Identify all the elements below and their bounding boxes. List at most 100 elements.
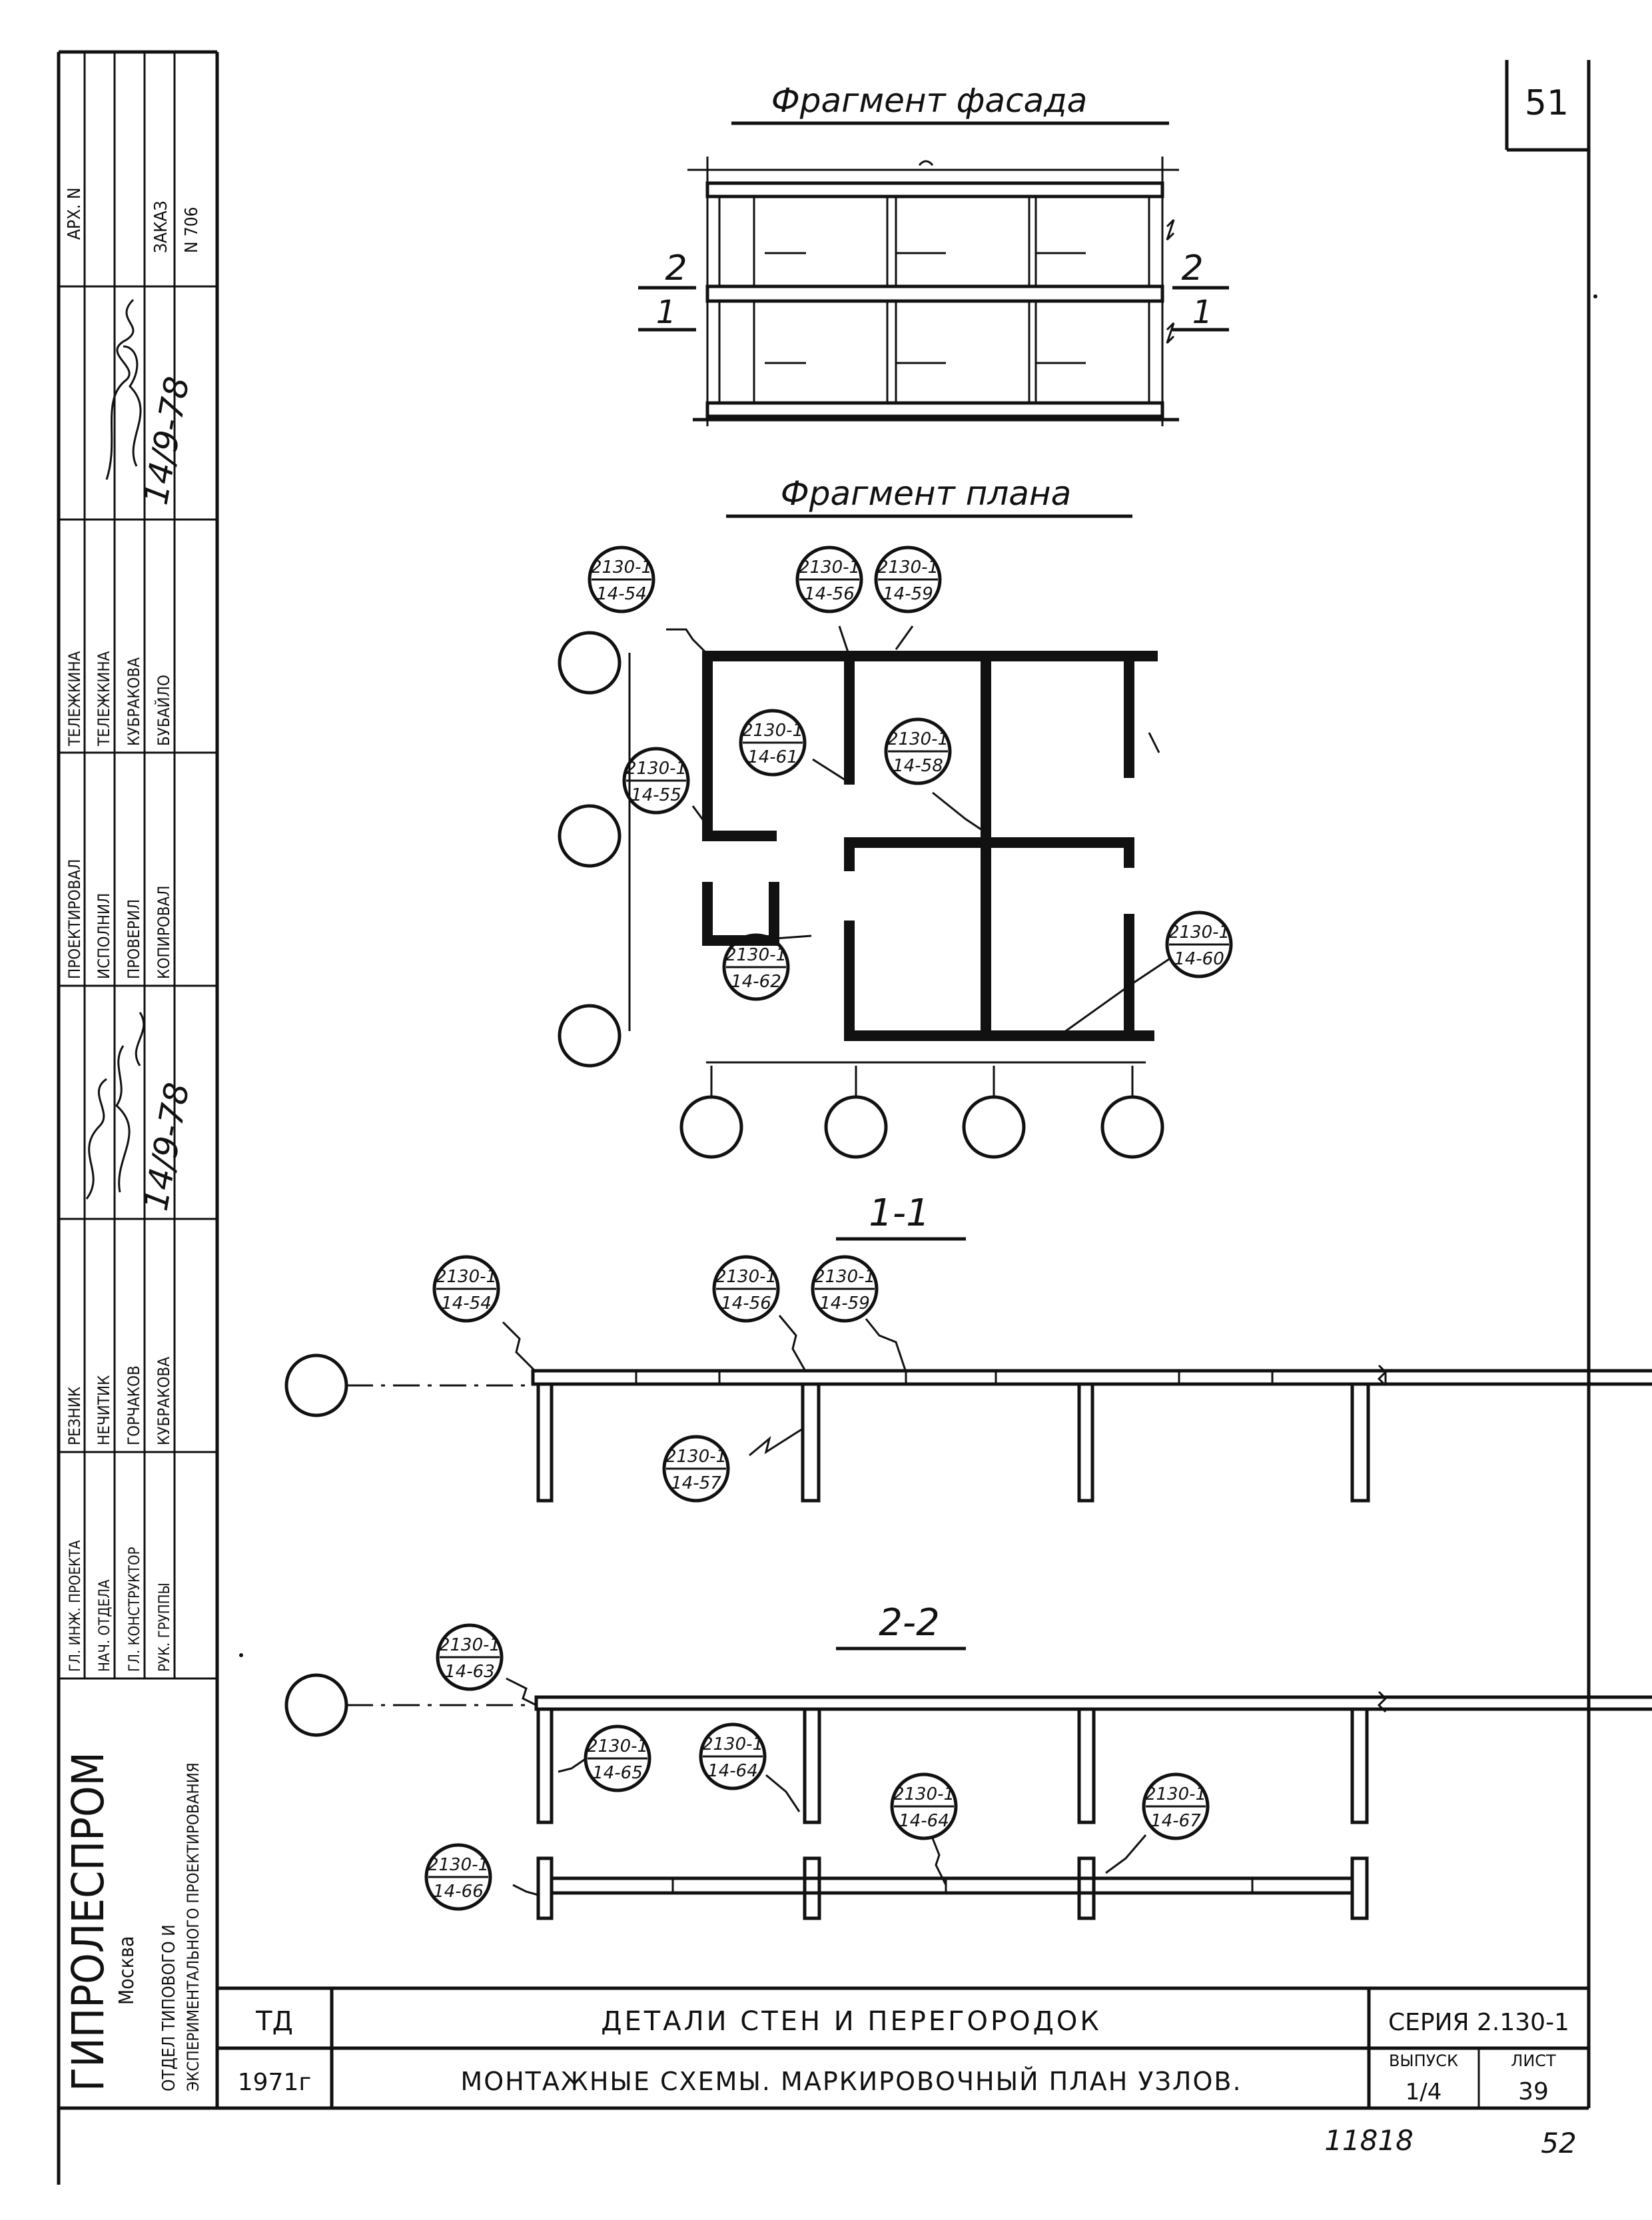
sheet-number-box: 51 [1505, 60, 1589, 152]
node-mark-14-55-plan: 2130-1 14-55 [622, 747, 690, 815]
section-1-title: 1-1 [869, 1192, 929, 1235]
axis-circle [824, 1095, 888, 1159]
node-mark-label: 2130-1 [591, 557, 652, 577]
name-copied: БУБАЙЛО [154, 675, 173, 746]
node-mark-label: 2130-1 [436, 1267, 497, 1287]
arch-no-label: АРХ. N [65, 188, 85, 240]
node-marks: 2130-1 14-54 2130-1 14-56 2130-1 14-59 2… [424, 546, 1233, 1911]
node-mark-label: 14-64 [707, 1761, 758, 1781]
label-chief-engineer: ГЛ. ИНЖ. ПРОЕКТА [67, 1540, 84, 1672]
section-2-upper-columns [536, 1707, 1369, 1824]
node-mark-label: 2130-1 [428, 1855, 489, 1875]
axis-circle [558, 804, 621, 868]
title-block-code: ТД [255, 2006, 293, 2037]
node-mark-14-54-section-1: 2130-1 14-54 [432, 1255, 500, 1323]
node-mark-label: 2130-1 [893, 1784, 955, 1804]
sheet-value: 39 [1518, 2078, 1549, 2105]
name-dept-head: НЕЧИТИК [95, 1375, 113, 1446]
title-block-year: 1971г [238, 2069, 312, 2096]
node-mark-label: 2130-1 [799, 557, 860, 577]
sheet-number: 51 [1525, 83, 1569, 123]
name-chief-designer: ГОРЧАКОВ [125, 1365, 143, 1445]
node-mark-label: 14-54 [596, 584, 647, 604]
node-mark-label: 14-56 [804, 584, 855, 604]
axis-circle [558, 631, 621, 695]
department-line-2: ЭКСПЕРИМЕНТАЛЬНОГО ПРОЕКТИРОВАНИЯ [184, 1762, 203, 2091]
node-mark-14-60-plan: 2130-1 14-60 [1165, 911, 1233, 978]
node-mark-14-54-plan: 2130-1 14-54 [588, 546, 655, 613]
order-label: ЗАКАЗ [151, 200, 171, 253]
axis-circle [558, 1004, 621, 1068]
sheet-label: ЛИСТ [1511, 2051, 1556, 2070]
node-mark-label: 2130-1 [725, 945, 787, 965]
node-mark-label: 14-59 [883, 584, 933, 604]
floor-mark-right-lower: 1 [1192, 294, 1213, 331]
organization-name: ГИПРОЛЕСПРОМ [63, 1752, 114, 2091]
name-group-head: КУБРАКОВА [155, 1357, 173, 1445]
organization-city: Москва [115, 1936, 139, 2005]
plan-walls [702, 651, 1160, 1041]
plan-fragment: Фрагмент плана [558, 474, 1170, 1159]
node-mark-label: 2130-1 [814, 1267, 875, 1287]
name-chief-engineer: РЕЗНИК [65, 1387, 84, 1445]
label-group-head: РУК. ГРУППЫ [157, 1583, 173, 1672]
node-mark-14-65-section-2: 2130-1 14-65 [584, 1724, 651, 1792]
node-mark-label: 2130-1 [625, 759, 687, 779]
node-mark-14-63-section-2: 2130-1 14-63 [436, 1623, 504, 1691]
node-mark-14-64-section-2-right: 2130-1 14-64 [890, 1772, 958, 1840]
node-mark-label: 14-60 [1174, 949, 1224, 969]
name-executed: ТЕЛЕЖКИНА [95, 651, 113, 747]
node-mark-label: 14-67 [1150, 1811, 1201, 1831]
node-mark-14-62-plan: 2130-1 14-62 [722, 933, 790, 1001]
node-mark-14-64-section-2-left: 2130-1 14-64 [699, 1722, 767, 1790]
node-mark-label: 14-55 [631, 785, 681, 805]
facade-windows [718, 195, 1150, 404]
node-mark-14-59-plan: 2130-1 14-59 [874, 546, 942, 613]
side-stamp: АРХ. N ЗАКАЗ N 706 ПРОЕКТИРОВАЛ ИСПОЛНИЛ… [59, 52, 217, 2091]
name-designed: ТЕЛЕЖКИНА [65, 651, 84, 747]
order-number: N 706 [182, 206, 202, 253]
section-1-1: 1-1 [284, 1192, 1652, 1503]
title-block-title: ДЕТАЛИ СТЕН И ПЕРЕГОРОДОК [601, 2006, 1101, 2037]
plan-title: Фрагмент плана [781, 474, 1072, 513]
node-mark-label: 2130-1 [1168, 923, 1230, 942]
node-mark-label: 2130-1 [887, 729, 949, 749]
section-2-2: 2-2 [284, 1601, 1652, 1920]
node-mark-14-59-section-1: 2130-1 14-59 [811, 1255, 879, 1323]
title-block-series: СЕРИЯ 2.130-1 [1388, 2009, 1569, 2036]
node-mark-14-56-section-1: 2130-1 14-56 [712, 1255, 780, 1323]
issue-value: 1/4 [1406, 2079, 1442, 2105]
page-number: 52 [1541, 2127, 1576, 2159]
axis-circle [1100, 1095, 1164, 1159]
signature-scribble-1 [105, 298, 142, 480]
section-2-title: 2-2 [879, 1601, 939, 1645]
node-mark-14-66-section-2: 2130-1 14-66 [424, 1843, 492, 1911]
facade-title: Фрагмент фасада [771, 81, 1088, 120]
floor-mark-left-upper: 2 [665, 248, 687, 288]
axis-circle [284, 1353, 348, 1417]
label-copied: КОПИРОВАЛ [155, 885, 173, 979]
node-mark-label: 14-56 [721, 1294, 771, 1313]
section-2-lower-level [536, 1856, 1369, 1920]
label-dept-head: НАЧ. ОТДЕЛА [97, 1579, 113, 1672]
label-designed: ПРОЕКТИРОВАЛ [65, 859, 84, 979]
node-mark-label: 2130-1 [715, 1267, 777, 1287]
inventory-number: 11818 [1324, 2124, 1414, 2157]
node-mark-label: 14-63 [444, 1662, 495, 1682]
node-mark-label: 2130-1 [587, 1736, 648, 1756]
signature-scribble-2 [85, 1012, 145, 1200]
node-mark-label: 14-61 [747, 747, 798, 767]
node-mark-14-67-section-2: 2130-1 14-67 [1142, 1772, 1210, 1840]
node-mark-label: 2130-1 [702, 1734, 763, 1754]
label-chief-designer: ГЛ. КОНСТРУКТОР [127, 1547, 143, 1672]
node-mark-label: 2130-1 [877, 557, 939, 577]
name-checked: КУБРАКОВА [125, 657, 143, 746]
section-1-columns [536, 1382, 1370, 1503]
axis-circle [284, 1673, 348, 1737]
node-mark-14-61-plan: 2130-1 14-61 [739, 709, 807, 777]
node-mark-14-57-section-1: 2130-1 14-57 [662, 1435, 730, 1503]
node-mark-label: 2130-1 [665, 1447, 727, 1467]
node-mark-label: 14-62 [731, 972, 781, 992]
node-mark-label: 2130-1 [1145, 1784, 1206, 1804]
